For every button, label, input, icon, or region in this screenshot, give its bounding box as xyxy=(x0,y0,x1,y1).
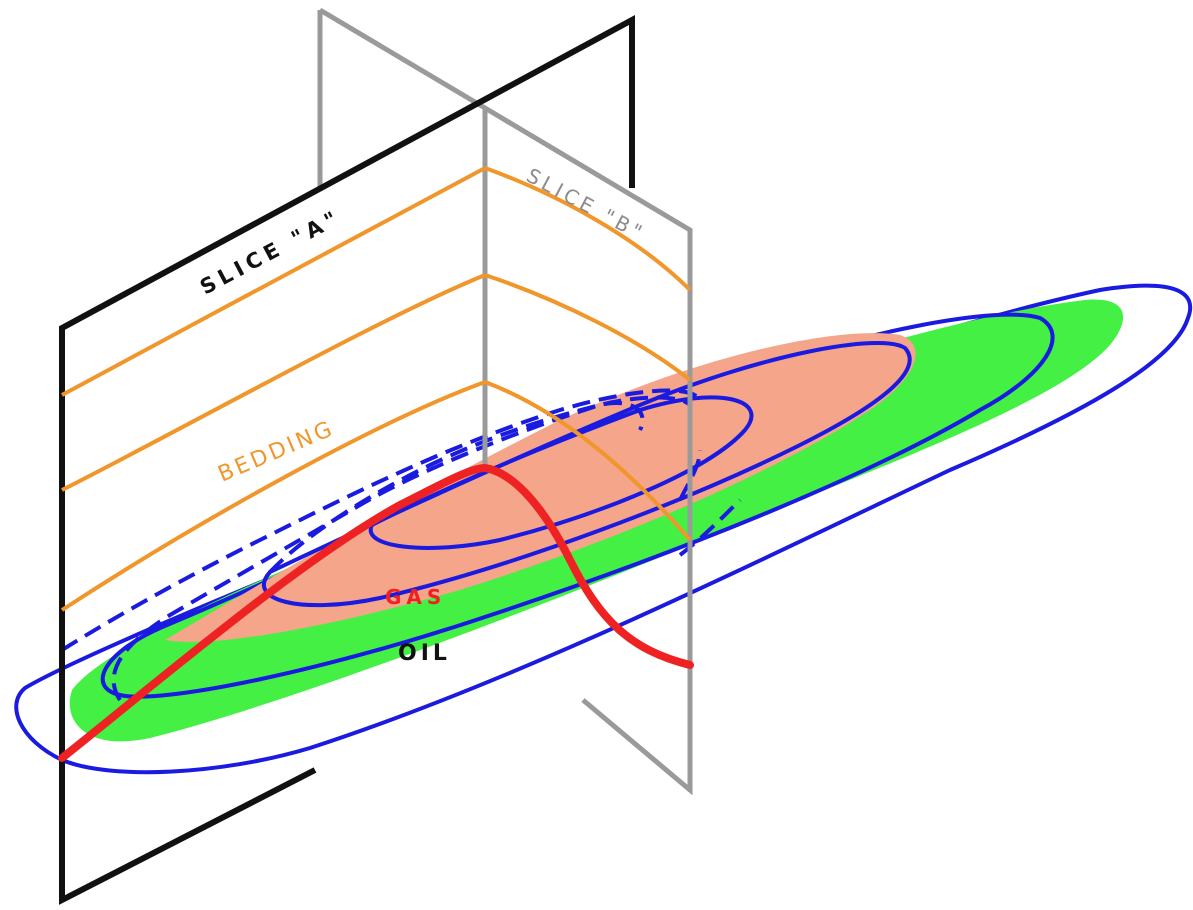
gas-zone xyxy=(165,333,916,642)
structure-section-trace xyxy=(58,463,694,762)
slice-a-label: SLICE "A" xyxy=(196,205,345,300)
bedding-a-3 xyxy=(60,380,486,612)
bedding-label: BEDDING xyxy=(215,416,339,487)
hidden-contour-dashed-1 xyxy=(60,388,702,652)
bedding-b-3 xyxy=(484,380,692,542)
slice-a-plane xyxy=(59,14,635,905)
bedding-b-1 xyxy=(484,166,692,292)
slice-b-plane xyxy=(317,7,693,796)
contour-4 xyxy=(368,395,754,550)
structure-contour-map xyxy=(14,283,1193,775)
bedding-b-2 xyxy=(484,273,692,382)
hidden-contour-dashed-4 xyxy=(678,449,742,557)
gas-label: GAS xyxy=(385,585,446,609)
slice-b-frame-back xyxy=(318,7,693,796)
outer-contour xyxy=(14,283,1193,775)
bedding-a-2 xyxy=(61,273,486,492)
slice-a-frame xyxy=(59,14,635,905)
oil-label: OIL xyxy=(398,641,451,666)
bedding-a-1 xyxy=(61,166,486,397)
hidden-contour-dashed-3 xyxy=(268,401,645,574)
